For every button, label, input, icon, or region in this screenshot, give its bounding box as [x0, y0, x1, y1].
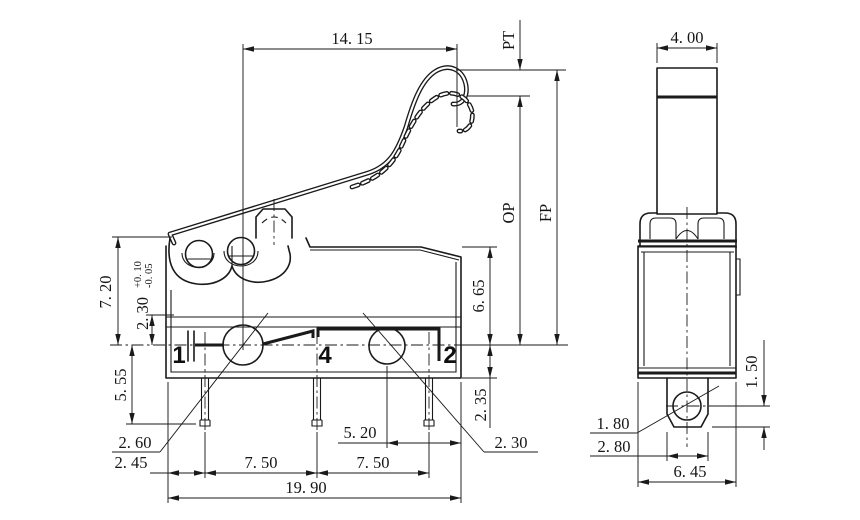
leader-line — [636, 385, 720, 434]
dim-hole-and-tab: 1. 80 2. 80 — [590, 385, 720, 461]
front-view: 4. 00 1. 50 1. 80 2. 80 6. 45 — [590, 28, 770, 487]
dim-lever-reach: 14. 15 — [242, 29, 458, 350]
dim-left-heights: 7. 20 2. 30 +0. 10 -0. 05 5. 55 — [96, 236, 196, 425]
dim-body-width: 6. 45 — [637, 382, 737, 487]
front-cap — [638, 212, 737, 253]
terminal-structure: 1 4 2 — [172, 324, 457, 369]
dim-tol-lower: -0. 05 — [144, 264, 155, 289]
dim-text-19-90: 19. 90 — [285, 478, 326, 497]
dim-hole-callouts: 2. 60 2. 30 — [112, 312, 538, 453]
cap-lobe-right — [697, 217, 725, 239]
hinge-scroll-left — [168, 237, 233, 286]
tab-outline — [666, 377, 709, 428]
cap-shoulders — [639, 212, 737, 247]
lever-solid-outer — [167, 65, 469, 246]
terminal-2-label: 2 — [443, 342, 456, 369]
dim-text-6-45: 6. 45 — [674, 462, 707, 481]
front-terminal-tab — [666, 377, 709, 428]
dim-text-2-60: 2. 60 — [119, 433, 152, 452]
hinge-assembly — [168, 236, 292, 286]
pin-2 — [423, 378, 435, 427]
front-lever-bar — [656, 67, 718, 215]
dim-text-14-15: 14. 15 — [331, 29, 372, 48]
front-body — [637, 245, 741, 379]
dim-text-6-65: 6. 65 — [469, 280, 488, 313]
dim-text-2-30-hole: 2. 30 — [495, 433, 528, 452]
body-inner-walls — [643, 252, 731, 366]
dim-text-1-50: 1. 50 — [742, 356, 761, 389]
dim-text-4-00: 4. 00 — [671, 28, 704, 47]
dim-text-7-50-right: 7. 50 — [357, 453, 390, 472]
body-side-rib — [736, 258, 741, 296]
terminal-hole-2 — [368, 327, 406, 365]
dim-text-1-80: 1. 80 — [597, 414, 630, 433]
dim-text-7-20: 7. 20 — [96, 276, 115, 309]
dim-tol-upper: +0. 10 — [133, 261, 144, 288]
dim-right-heights: 6. 65 2. 35 — [462, 246, 497, 428]
dim-text-2-30-tol-group: 2. 30 +0. 10 -0. 05 — [133, 261, 155, 330]
cap-lobe-left — [649, 217, 677, 239]
dim-text-fp: FP — [536, 204, 555, 222]
dim-bottom-row: 2. 45 7. 50 7. 50 5. 20 19. 90 — [115, 366, 462, 503]
terminal-1-label: 1 — [172, 342, 185, 369]
pivot-circle-left — [184, 239, 214, 269]
hinge-scroll-right — [231, 245, 292, 283]
leader-line — [362, 312, 485, 453]
dim-text-5-20: 5. 20 — [344, 423, 377, 442]
lever-dashed-core — [350, 92, 474, 189]
lever-arm — [167, 65, 475, 246]
leader-line — [159, 312, 269, 453]
pin-4 — [311, 378, 323, 427]
pivot-circle-right — [226, 236, 256, 266]
dim-text-pt: PT — [499, 31, 518, 50]
terminal-4-label: 4 — [318, 342, 332, 369]
hinge-cup-right — [223, 250, 259, 267]
lever-bar-outline — [656, 67, 718, 215]
switch-case — [165, 237, 462, 379]
front-centerlines — [666, 207, 710, 447]
dim-text-7-50-left: 7. 50 — [245, 453, 278, 472]
dim-text-2-80: 2. 80 — [598, 437, 631, 456]
case-top-double-line — [310, 249, 460, 261]
dim-text-op: OP — [499, 202, 518, 223]
contact-blade — [262, 329, 315, 346]
dim-lever-width: 4. 00 — [656, 28, 718, 63]
side-centerlines — [110, 199, 568, 432]
dim-pt-op-fp: PT OP FP — [456, 20, 568, 346]
dim-text-2-30: 2. 30 — [133, 297, 152, 330]
dim-text-2-45: 2. 45 — [115, 453, 148, 472]
dim-text-2-35: 2. 35 — [471, 389, 490, 422]
case-outline — [165, 237, 462, 379]
side-view: 1 4 2 14. 15 — [96, 20, 568, 503]
dim-hole-offset: 1. 50 — [710, 340, 770, 450]
lever-solid-core — [168, 66, 468, 245]
dim-text-5-55: 5. 55 — [111, 369, 130, 402]
